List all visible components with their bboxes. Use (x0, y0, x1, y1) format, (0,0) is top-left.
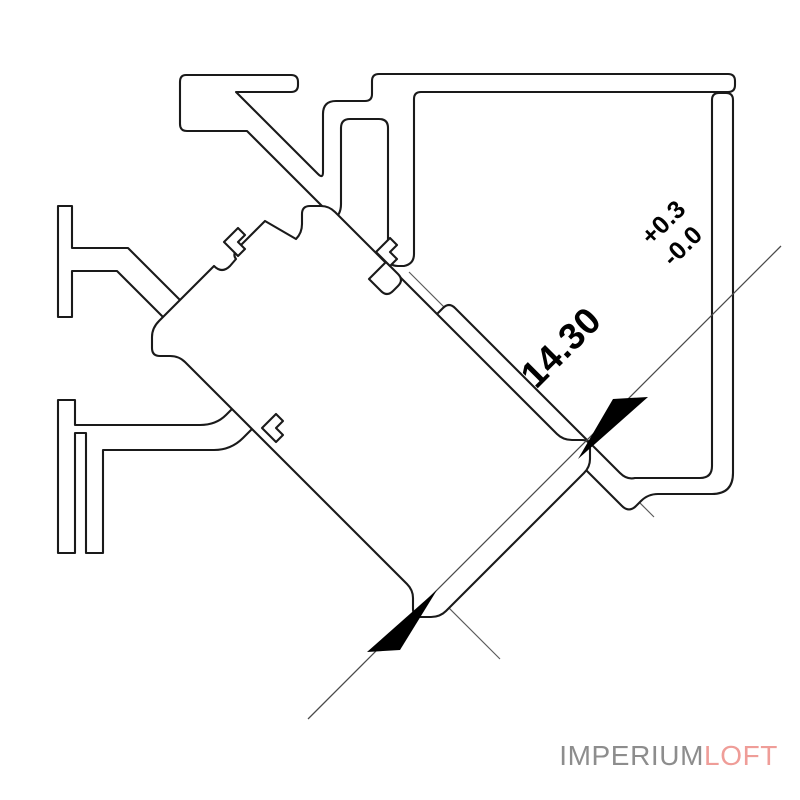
dimension-nominal-value: 14.30 (513, 299, 609, 395)
profile-notch-upper-right (374, 236, 399, 268)
profile-main-outline (178, 72, 737, 511)
profile-lower-left-outline (56, 386, 275, 555)
profile-diagonal-body (150, 204, 592, 619)
dimension-text-group: 14.30 +0.3 -0.0 (513, 195, 708, 396)
dimension-arrow-upper (578, 397, 648, 459)
watermark-secondary-text: LOFT (704, 740, 778, 771)
profile-notch-upper-left (222, 226, 247, 258)
profile-right-notch (367, 260, 403, 296)
profile-notch-lower-left (260, 412, 285, 444)
dimension-arrow-lower (367, 590, 437, 652)
imperiumloft-watermark: IMPERIUMLOFT (559, 740, 778, 772)
profile-cross-section (56, 72, 737, 619)
watermark-primary-text: IMPERIUM (559, 740, 705, 771)
